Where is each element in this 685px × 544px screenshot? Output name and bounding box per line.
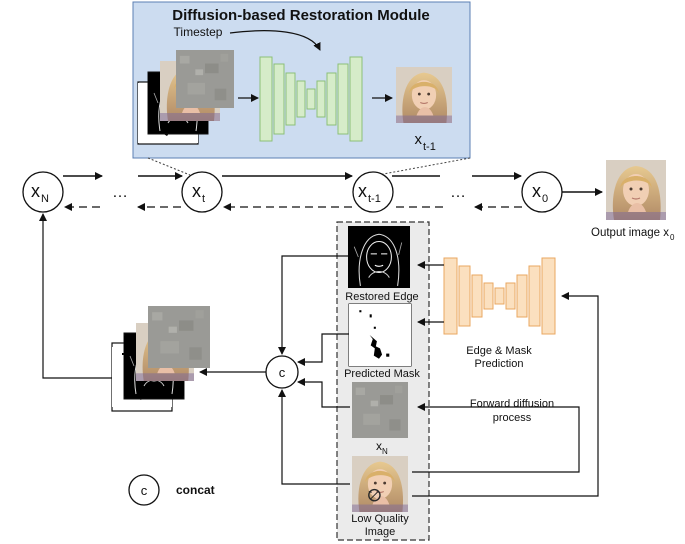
mask-to-concat-line bbox=[297, 333, 349, 366]
output-image-sub: 0 bbox=[670, 233, 675, 242]
chain-node-xt-1: x t-1 bbox=[352, 171, 394, 213]
timestep-label: Timestep bbox=[174, 25, 223, 39]
module-input-stack bbox=[137, 50, 234, 145]
svg-text:x: x bbox=[532, 181, 541, 201]
forward-diffusion-label-line1: Forward diffusion bbox=[470, 398, 554, 410]
svg-text:N: N bbox=[41, 193, 49, 205]
xn-label: x bbox=[376, 439, 382, 453]
svg-text:x: x bbox=[358, 181, 367, 201]
restoration-module-title: Diffusion-based Restoration Module bbox=[172, 7, 430, 24]
svg-text:t-1: t-1 bbox=[368, 193, 381, 205]
xn-to-concat-line bbox=[297, 378, 350, 408]
svg-text:x: x bbox=[192, 181, 201, 201]
predicted-mask-label: Predicted Mask bbox=[344, 368, 420, 380]
module-output-sub: t-1 bbox=[423, 141, 436, 153]
stack-to-xn-line bbox=[39, 213, 112, 379]
forward-diffusion-label-line2: process bbox=[493, 412, 532, 424]
output-image bbox=[606, 160, 666, 220]
chain-node-xn: x N bbox=[22, 171, 64, 213]
restored-edge-image bbox=[348, 226, 410, 288]
timestep-arrow bbox=[229, 30, 321, 51]
svg-text:x: x bbox=[31, 181, 40, 201]
concat-legend-label: concat bbox=[176, 483, 215, 497]
noisy-layer-image bbox=[176, 50, 234, 108]
edge-mask-label-line1: Edge & Mask bbox=[466, 345, 532, 357]
chain-node-xt: x t bbox=[181, 171, 223, 213]
low-quality-label-line2: Image bbox=[365, 526, 396, 538]
unet-denoiser bbox=[259, 56, 363, 142]
svg-text:0: 0 bbox=[542, 193, 548, 205]
svg-text:c: c bbox=[279, 365, 286, 380]
restoration-module: Diffusion-based Restoration Module Times… bbox=[132, 1, 471, 159]
forward-diffusion-line bbox=[412, 403, 580, 473]
xn-noise-image bbox=[352, 382, 408, 438]
concat-node: c bbox=[265, 355, 299, 389]
low-quality-image bbox=[352, 456, 408, 512]
xn-sub: N bbox=[382, 447, 388, 456]
low-quality-to-unet-line bbox=[412, 292, 599, 497]
predicted-mask-image bbox=[349, 304, 411, 366]
chain-ellipsis-right: … bbox=[450, 184, 466, 201]
edge-mask-label-line2: Prediction bbox=[475, 358, 524, 370]
zoom-guide-left bbox=[147, 157, 191, 176]
concatenated-input-stack bbox=[111, 306, 210, 412]
svg-text:c: c bbox=[141, 483, 148, 498]
edge-to-concat-line bbox=[278, 255, 348, 355]
edge-mask-unet bbox=[443, 257, 556, 335]
svg-text:t: t bbox=[202, 193, 205, 205]
module-output-image bbox=[396, 66, 452, 124]
zoom-guide-right bbox=[377, 157, 471, 176]
chain-ellipsis-left: … bbox=[112, 184, 128, 201]
module-output-label: x bbox=[415, 131, 423, 148]
reverse-chain-arrows bbox=[63, 172, 603, 196]
low-quality-label-line1: Low Quality bbox=[351, 513, 409, 525]
chain-node-x0: x 0 bbox=[521, 171, 563, 213]
restored-edge-label: Restored Edge bbox=[345, 291, 418, 303]
output-image-label: Output image x bbox=[591, 227, 669, 239]
concat-legend: c concat bbox=[128, 474, 215, 506]
lowq-to-concat-line bbox=[278, 389, 350, 485]
